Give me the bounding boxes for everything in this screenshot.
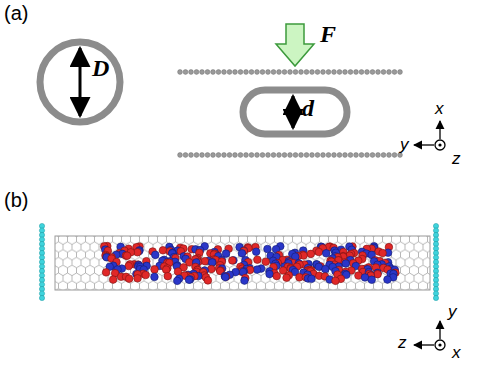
axis-label: y	[400, 136, 409, 153]
flattened-tube	[243, 90, 347, 134]
nanotube-side	[55, 236, 430, 290]
axis-label: x	[435, 100, 444, 117]
round-tube	[40, 42, 120, 122]
axes-a	[414, 121, 445, 150]
axis-label: y	[448, 303, 457, 320]
dimension-label: D	[92, 56, 109, 80]
gap-arrow	[292, 96, 295, 128]
panel-label: (a)	[4, 3, 28, 23]
graphene-sheets	[178, 70, 403, 158]
end-caps	[39, 223, 438, 300]
confined-molecules	[100, 242, 399, 284]
force-arrow	[276, 24, 314, 66]
axis-label: x	[452, 344, 461, 361]
force-label: F	[320, 22, 336, 46]
axis-label: z	[452, 150, 461, 167]
axes-b	[414, 321, 445, 350]
axis-label: z	[398, 334, 407, 351]
diameter-arrow	[79, 48, 82, 116]
dimension-label: d	[302, 96, 314, 120]
panel-label: (b)	[4, 190, 28, 210]
